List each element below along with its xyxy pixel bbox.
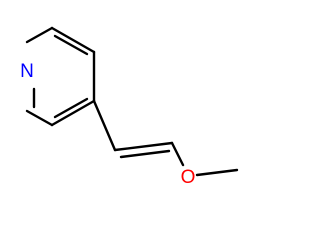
bond-c2-c3-inner <box>53 34 89 56</box>
structure-diagram: N O <box>20 26 239 188</box>
bond-n-c2 <box>25 26 54 44</box>
bond-c4-vinyl <box>92 99 117 152</box>
molecule-canvas: N O <box>20 26 239 188</box>
bond-c2-c3 <box>50 26 96 54</box>
oxygen-label: O <box>181 167 196 188</box>
bond-vinyl-oxygen <box>170 141 185 167</box>
bond-c5-c6 <box>25 109 54 127</box>
bond-vinyl-double-inner <box>119 149 171 159</box>
nitrogen-label: N <box>20 61 34 82</box>
bond-c4-c5 <box>50 99 96 127</box>
bond-vinyl-double <box>113 141 174 152</box>
bond-oxygen-methyl <box>195 168 239 177</box>
bond-c4-c5-inner <box>53 97 89 119</box>
